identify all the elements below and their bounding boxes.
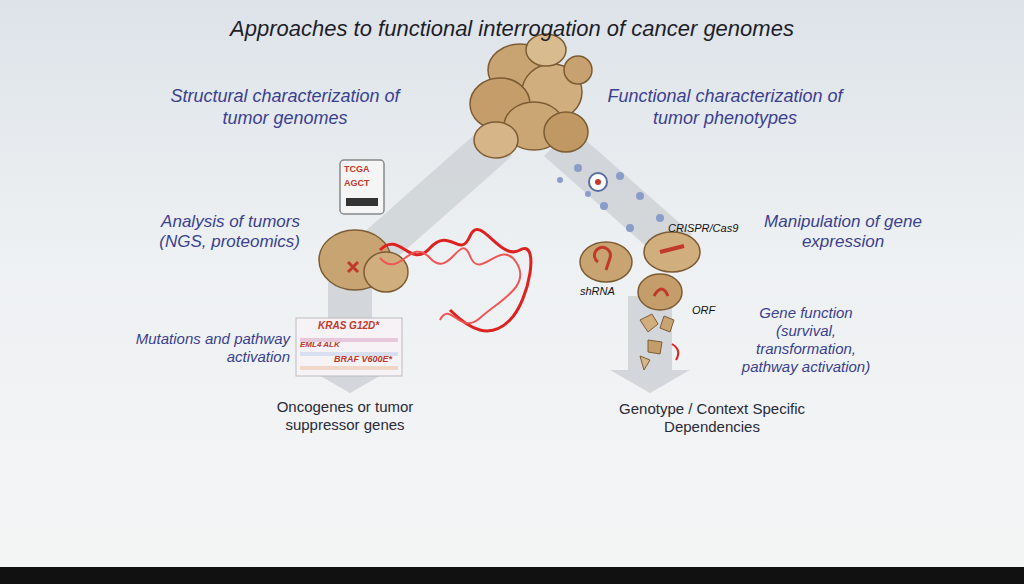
screen-edge (0, 567, 1024, 584)
method-label: ORF (692, 304, 732, 317)
section-heading: Structural characterization of tumor gen… (150, 86, 420, 129)
cell-fragments (640, 314, 678, 370)
mutation-name: KRAS G12D* (318, 320, 402, 332)
section-heading: Functional characterization of tumor phe… (590, 86, 860, 129)
step-label: Analysis of tumors (NGS, proteomics) (125, 212, 300, 253)
step-label: Gene function (survival, transformation,… (731, 304, 881, 376)
sequence-text: TCGA (344, 164, 384, 175)
manipulated-cells (580, 232, 700, 310)
slide-title: Approaches to functional interrogation o… (132, 16, 892, 42)
mutation-name: EML4 ALK (300, 340, 370, 350)
mutation-panel (296, 318, 402, 376)
sequencing-illustration (319, 160, 531, 331)
outcome-label: Genotype / Context Specific Dependencies (602, 400, 822, 436)
step-label: Mutations and pathway activation (135, 330, 290, 366)
outcome-label: Oncogenes or tumor suppressor genes (245, 398, 445, 434)
mutation-name: BRAF V600E* (334, 354, 402, 365)
tumor-mass (470, 34, 592, 158)
virus-particles (557, 164, 680, 240)
method-label: CRISPR/Cas9 (668, 222, 758, 235)
sequence-text: AGCT (344, 178, 384, 189)
step-label: Manipulation of gene expression (763, 212, 923, 253)
method-label: shRNA (580, 285, 630, 298)
